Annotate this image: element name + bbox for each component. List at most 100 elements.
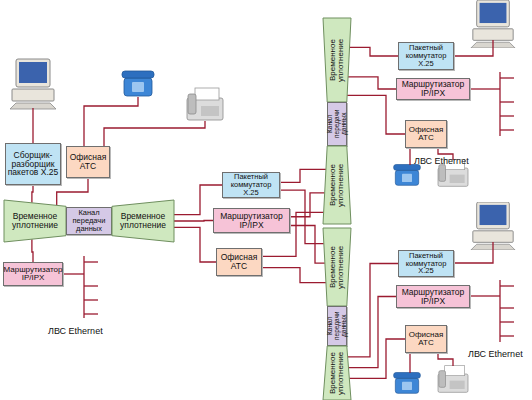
phone-wire — [438, 353, 453, 366]
multiplexer-shape — [4, 200, 66, 242]
lan-stub — [84, 285, 98, 286]
multiplexer-shape — [323, 228, 351, 306]
terminal-wire — [452, 40, 493, 56]
multiplexer-shape — [112, 200, 174, 242]
office-pbx-box: Офисная АТС — [216, 248, 262, 276]
telephone-icon — [394, 373, 421, 394]
router-box: Маршрутизатор IP/IPX — [213, 208, 290, 233]
connector-line — [349, 339, 405, 378]
phone-wire — [104, 121, 205, 146]
connector-line — [280, 169, 326, 182]
tdm-multiplexer: Временное уплотнение — [323, 346, 351, 400]
connector-line — [32, 185, 33, 203]
connector-line — [174, 227, 216, 262]
node-text: Временное уплотнение — [4, 212, 66, 230]
tdm-multiplexer: Временное уплотнение — [323, 146, 351, 224]
packet-switch-box: Пакетный коммутатор X.25 — [222, 172, 280, 198]
packet-assembler-box: Сборщик-разборщик пакетов X.25 — [5, 143, 61, 185]
node-text: Временное уплотнение — [328, 18, 347, 102]
router-box: Маршрутизатор IP/IPX — [396, 78, 470, 100]
node-text: Маршрутизатор IP/IPX — [214, 212, 289, 230]
node-text: Канал передачи данных — [67, 209, 111, 233]
node-text: Маршрутизатор IP/IPX — [397, 288, 469, 306]
lan-wire — [470, 88, 500, 89]
lan-bus — [83, 256, 84, 318]
terminal-wire — [452, 242, 493, 263]
node-text: Сборщик-разборщик пакетов X.25 — [6, 151, 60, 178]
lan-bus — [499, 280, 500, 342]
tdm-multiplexer: Временное уплотнение — [323, 228, 351, 306]
lan-stub — [500, 285, 514, 286]
multiplexer-shape — [323, 346, 351, 400]
computer-icon — [10, 59, 56, 109]
packet-switch-box: Пакетный коммутатор X.25 — [398, 42, 454, 70]
connector-line — [348, 77, 396, 89]
connector-line — [350, 47, 398, 56]
router-box: Маршрутизатор IP/IPX — [396, 285, 470, 308]
data-channel-box: Канал передачи данных — [66, 207, 112, 235]
telephone-icon — [122, 71, 154, 96]
node-text: Канал передачи данных — [326, 307, 348, 345]
connector-line — [174, 220, 213, 222]
fax-icon — [438, 366, 468, 393]
connector-line — [57, 178, 88, 205]
telephone-icon — [394, 165, 421, 186]
connector-line — [348, 264, 398, 357]
connector-line — [347, 95, 405, 134]
lan-stub — [500, 115, 514, 116]
terminal-wire — [32, 108, 33, 143]
fax-icon — [187, 88, 223, 120]
node-text: Офисная АТС — [406, 331, 446, 348]
connector-line — [290, 226, 325, 264]
multiplexer-shape — [323, 146, 351, 224]
data-channel-box: Канал передачи данных — [327, 102, 347, 146]
lan-wire — [470, 295, 500, 296]
office-pbx-box: Офисная АТС — [405, 325, 447, 353]
lan-stub — [500, 335, 514, 336]
office-pbx-box: Офисная АТС — [405, 120, 447, 148]
lan-stub — [500, 101, 514, 102]
node-text: Пакетный коммутатор X.25 — [399, 252, 453, 276]
node-text: Офисная АТС — [217, 253, 261, 271]
connector-line — [262, 268, 326, 283]
node-text: Пакетный коммутатор X.25 — [223, 173, 279, 197]
lan-stub — [84, 299, 98, 300]
node-text: Временное уплотнение — [328, 228, 347, 306]
phone-wire — [409, 353, 410, 373]
lan-wire — [63, 273, 84, 274]
connector-line — [290, 193, 325, 217]
network-label: ЛВС Ethernet — [414, 156, 469, 166]
office-pbx-box: Офисная АТС — [66, 146, 110, 178]
lan-stub — [500, 129, 514, 130]
node-text: Офисная АТС — [67, 153, 109, 171]
lan-stub — [84, 313, 98, 314]
lan-bus — [499, 72, 500, 136]
phone-wire — [84, 97, 138, 146]
tdm-multiplexer: Временное уплотнение — [4, 200, 66, 242]
node-text: Канал передачи данных — [326, 103, 348, 145]
network-label: ЛВС Ethernet — [468, 349, 523, 359]
lan-stub — [84, 261, 98, 262]
packet-switch-box: Пакетный коммутатор X.25 — [398, 250, 454, 277]
connector-line — [348, 297, 396, 368]
node-text: Временное уплотнение — [112, 212, 174, 230]
connector-line — [32, 239, 33, 262]
node-text: Пакетный коммутатор X.25 — [399, 44, 453, 68]
lan-stub — [500, 77, 514, 78]
node-text: Временное уплотнение — [328, 346, 347, 400]
phone-wire — [409, 148, 410, 165]
node-text: Маршрутизатор IP/IPX — [3, 266, 64, 283]
router-box: Маршрутизатор IP/IPX — [3, 262, 63, 286]
tdm-multiplexer: Временное уплотнение — [323, 18, 351, 102]
node-text: Офисная АТС — [406, 126, 446, 143]
tdm-multiplexer: Временное уплотнение — [112, 200, 174, 242]
lan-stub — [500, 307, 514, 308]
lan-stub — [500, 321, 514, 322]
node-text: Маршрутизатор IP/IPX — [397, 80, 469, 98]
data-channel-box: Канал передачи данных — [327, 306, 347, 346]
multiplexer-shape — [323, 18, 351, 102]
network-label: ЛВС Ethernet — [48, 326, 103, 336]
node-text: Временное уплотнение — [328, 146, 347, 224]
